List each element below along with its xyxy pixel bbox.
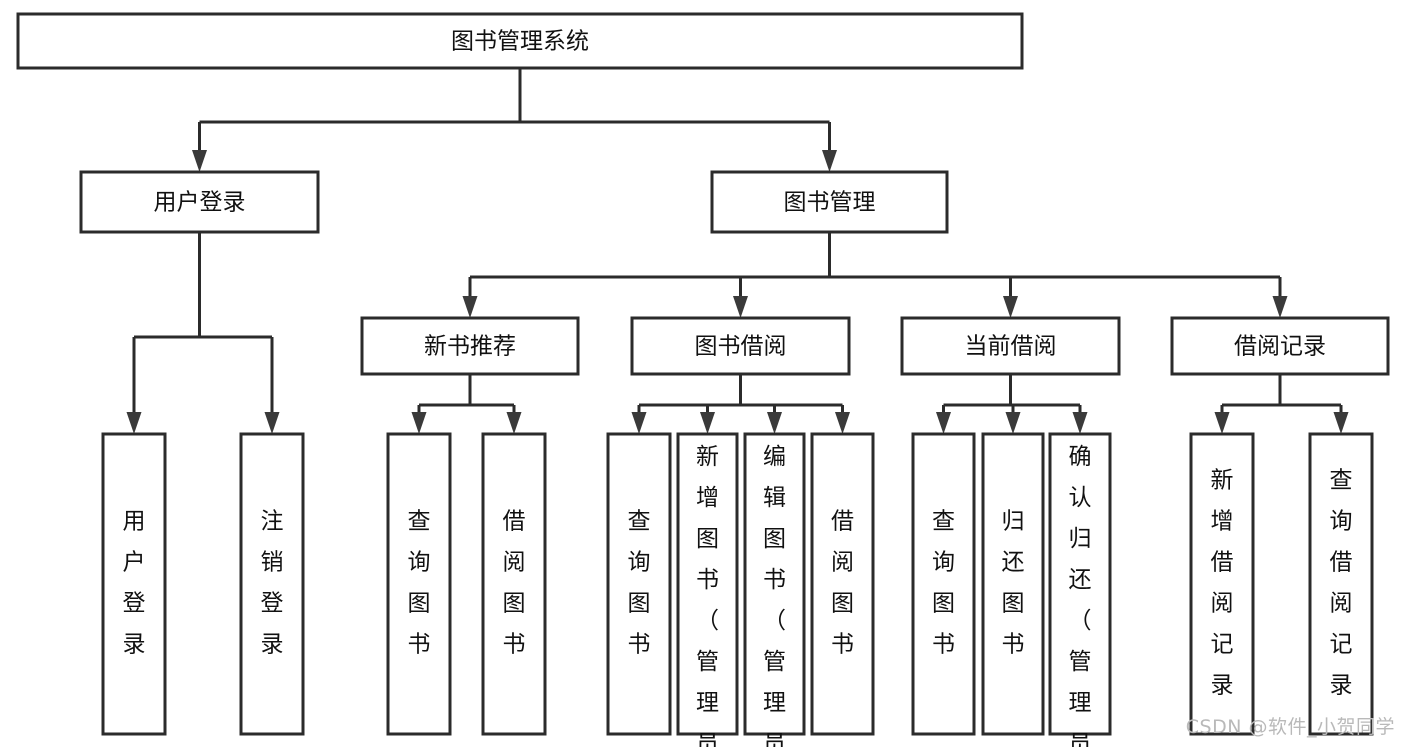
connector-group-borrow-record	[1214, 374, 1349, 434]
node-current-borrow[interactable]: 当前借阅	[900, 316, 1121, 376]
arrow-head-icon	[1072, 412, 1088, 434]
node-leaf-user-login[interactable]: 用户登录	[101, 432, 167, 736]
node-label-current-borrow: 当前借阅	[965, 334, 1057, 360]
node-leaf-return-book[interactable]: 归还图书	[981, 432, 1045, 736]
arrow-head-icon	[126, 412, 142, 434]
arrow-head-icon	[1003, 296, 1018, 318]
node-box-leaf-confirm-return[interactable]	[1048, 432, 1112, 736]
arrow-head-icon	[822, 150, 837, 172]
arrow-head-icon	[936, 412, 951, 434]
arrow-head-icon	[411, 412, 427, 434]
node-label-leaf-add-book: 新增图书（管理员）	[696, 444, 719, 747]
arrow-head-icon	[1005, 412, 1021, 434]
node-box-root[interactable]	[16, 12, 1024, 70]
node-root[interactable]: 图书管理系统	[16, 12, 1024, 70]
node-leaf-add-record[interactable]: 新增借阅记录	[1189, 432, 1255, 736]
node-label-leaf-add-record: 新增借阅记录	[1211, 468, 1234, 699]
arrow-head-icon	[506, 412, 522, 434]
node-label-leaf-query-book-2: 查询图书	[628, 509, 651, 658]
arrow-head-icon	[835, 412, 850, 434]
arrow-head-icon	[1333, 412, 1349, 434]
node-leaf-add-book[interactable]: 新增图书（管理员）	[676, 432, 739, 747]
node-label-leaf-user-login: 用户登录	[123, 509, 146, 658]
node-box-leaf-add-record[interactable]	[1189, 432, 1255, 736]
node-box-user-login[interactable]	[79, 170, 320, 234]
connector-group-book-borrow	[631, 374, 850, 434]
arrow-head-icon	[733, 296, 748, 318]
node-box-leaf-query-book-2[interactable]	[606, 432, 672, 736]
connector-group-new-book-recommend	[411, 374, 522, 434]
node-box-book-management[interactable]	[710, 170, 949, 234]
node-leaf-edit-book[interactable]: 编辑图书（管理员）	[743, 432, 806, 747]
node-box-leaf-query-record[interactable]	[1308, 432, 1374, 736]
node-label-book-borrow: 图书借阅	[695, 334, 787, 360]
arrow-head-icon	[700, 412, 715, 434]
arrow-head-icon	[264, 412, 280, 434]
node-box-book-borrow[interactable]	[630, 316, 851, 376]
node-label-leaf-borrow-book-1: 借阅图书	[503, 509, 526, 658]
arrow-head-icon	[192, 150, 207, 172]
node-box-new-book-recommend[interactable]	[360, 316, 580, 376]
node-leaf-query-book-2[interactable]: 查询图书	[606, 432, 672, 736]
node-box-current-borrow[interactable]	[900, 316, 1121, 376]
arrow-head-icon	[1272, 296, 1288, 318]
arrow-head-icon	[462, 296, 478, 318]
node-label-leaf-query-book-3: 查询图书	[932, 509, 955, 658]
node-borrow-record[interactable]: 借阅记录	[1170, 316, 1390, 376]
node-label-leaf-logout: 注销登录	[261, 509, 284, 658]
node-leaf-query-book-3[interactable]: 查询图书	[911, 432, 976, 736]
node-new-book-recommend[interactable]: 新书推荐	[360, 316, 580, 376]
node-label-leaf-confirm-return: 确认归还（管理员）	[1069, 444, 1092, 747]
node-label-new-book-recommend: 新书推荐	[424, 334, 516, 360]
connector-group-book-management	[462, 232, 1288, 318]
node-leaf-borrow-book-2[interactable]: 借阅图书	[810, 432, 875, 736]
node-box-leaf-edit-book[interactable]	[743, 432, 806, 736]
node-leaf-query-book-1[interactable]: 查询图书	[386, 432, 452, 736]
node-box-leaf-borrow-book-2[interactable]	[810, 432, 875, 736]
node-leaf-query-record[interactable]: 查询借阅记录	[1308, 432, 1374, 736]
node-box-leaf-query-book-1[interactable]	[386, 432, 452, 736]
node-leaf-logout[interactable]: 注销登录	[239, 432, 305, 736]
node-leaf-borrow-book-1[interactable]: 借阅图书	[481, 432, 547, 736]
connector-group-user-login	[126, 232, 280, 434]
node-label-user-login: 用户登录	[154, 190, 246, 216]
node-box-leaf-borrow-book-1[interactable]	[481, 432, 547, 736]
node-box-leaf-user-login[interactable]	[101, 432, 167, 736]
node-label-leaf-query-book-1: 查询图书	[408, 509, 431, 658]
arrow-head-icon	[1214, 412, 1230, 434]
node-label-borrow-record: 借阅记录	[1234, 334, 1326, 360]
node-label-leaf-return-book: 归还图书	[1002, 509, 1025, 658]
node-box-leaf-return-book[interactable]	[981, 432, 1045, 736]
node-user-login[interactable]: 用户登录	[79, 170, 320, 234]
node-book-borrow[interactable]: 图书借阅	[630, 316, 851, 376]
watermark-text: CSDN @软件_小贺同学	[1185, 716, 1395, 738]
arrow-head-icon	[631, 412, 647, 434]
node-box-leaf-add-book[interactable]	[676, 432, 739, 736]
node-box-leaf-query-book-3[interactable]	[911, 432, 976, 736]
connector-group-current-borrow	[936, 374, 1088, 434]
arrow-head-icon	[767, 412, 782, 434]
node-book-management[interactable]: 图书管理	[710, 170, 949, 234]
connector-layer	[126, 68, 1349, 434]
node-label-leaf-edit-book: 编辑图书（管理员）	[763, 444, 786, 747]
node-label-root: 图书管理系统	[451, 29, 589, 55]
node-label-book-management: 图书管理	[784, 190, 876, 216]
node-label-leaf-borrow-book-2: 借阅图书	[831, 509, 854, 658]
node-box-leaf-logout[interactable]	[239, 432, 305, 736]
node-box-borrow-record[interactable]	[1170, 316, 1390, 376]
node-leaf-confirm-return[interactable]: 确认归还（管理员）	[1048, 432, 1112, 747]
connector-group-root	[192, 68, 837, 172]
node-label-leaf-query-record: 查询借阅记录	[1330, 468, 1353, 699]
node-layer: 图书管理系统用户登录图书管理新书推荐图书借阅当前借阅借阅记录用户登录注销登录查询…	[16, 12, 1390, 747]
